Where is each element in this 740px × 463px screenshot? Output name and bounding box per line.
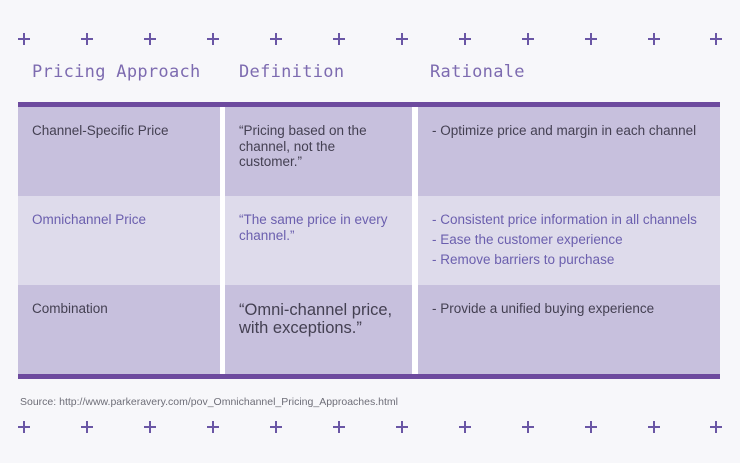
plus-icon <box>18 421 30 433</box>
cell-rationale: - Consistent price information in all ch… <box>418 196 720 285</box>
plus-icon <box>522 421 534 433</box>
column-divider <box>412 107 418 374</box>
approach-label: Omnichannel Price <box>32 212 147 227</box>
cell-rationale: - Provide a unified buying experience <box>418 285 720 374</box>
rationale-item: - Ease the customer experience <box>432 232 623 247</box>
rationale-item: - Remove barriers to purchase <box>432 252 615 267</box>
source-citation: Source: http://www.parkeravery.com/pov_O… <box>20 396 398 408</box>
plus-icon <box>81 33 93 45</box>
plus-icon <box>459 33 471 45</box>
plus-icon <box>396 33 408 45</box>
plus-icon <box>18 33 30 45</box>
decorative-plus-row-top <box>0 33 740 53</box>
cell-definition: “The same price in every channel.” <box>225 196 412 285</box>
definition-text: “Pricing based on the channel, not the c… <box>239 123 367 169</box>
cell-definition: “Pricing based on the channel, not the c… <box>225 107 412 196</box>
definition-text: “Omni-channel price, with exceptions.” <box>239 301 393 337</box>
column-header-definition: Definition <box>239 62 345 82</box>
cell-definition: “Omni-channel price, with exceptions.” <box>225 285 412 374</box>
plus-icon <box>270 33 282 45</box>
cell-approach: Channel-Specific Price <box>18 107 220 196</box>
plus-icon <box>710 421 722 433</box>
table-bottom-bar <box>18 374 720 379</box>
column-header-pricing-approach: Pricing Approach <box>32 62 201 82</box>
plus-icon <box>648 421 660 433</box>
rationale-item: - Provide a unified buying experience <box>432 301 655 316</box>
approach-label: Combination <box>32 301 108 316</box>
approach-label: Channel-Specific Price <box>32 123 169 138</box>
table-top-bar <box>18 102 720 107</box>
definition-text: “The same price in every channel.” <box>239 212 388 243</box>
plus-icon <box>207 33 219 45</box>
column-header-rationale: Rationale <box>430 62 525 82</box>
plus-icon <box>648 33 660 45</box>
plus-icon <box>270 421 282 433</box>
plus-icon <box>333 33 345 45</box>
plus-icon <box>522 33 534 45</box>
column-divider <box>220 107 225 374</box>
cell-approach: Omnichannel Price <box>18 196 220 285</box>
plus-icon <box>459 421 471 433</box>
cell-approach: Combination <box>18 285 220 374</box>
plus-icon <box>585 421 597 433</box>
plus-icon <box>144 421 156 433</box>
plus-icon <box>710 33 722 45</box>
plus-icon <box>144 33 156 45</box>
plus-icon <box>81 421 93 433</box>
cell-rationale: - Optimize price and margin in each chan… <box>418 107 720 196</box>
plus-icon <box>396 421 408 433</box>
rationale-item: - Optimize price and margin in each chan… <box>432 123 697 138</box>
rationale-item: - Consistent price information in all ch… <box>432 212 697 227</box>
decorative-plus-row-bottom <box>0 421 740 441</box>
plus-icon <box>333 421 345 433</box>
plus-icon <box>585 33 597 45</box>
plus-icon <box>207 421 219 433</box>
